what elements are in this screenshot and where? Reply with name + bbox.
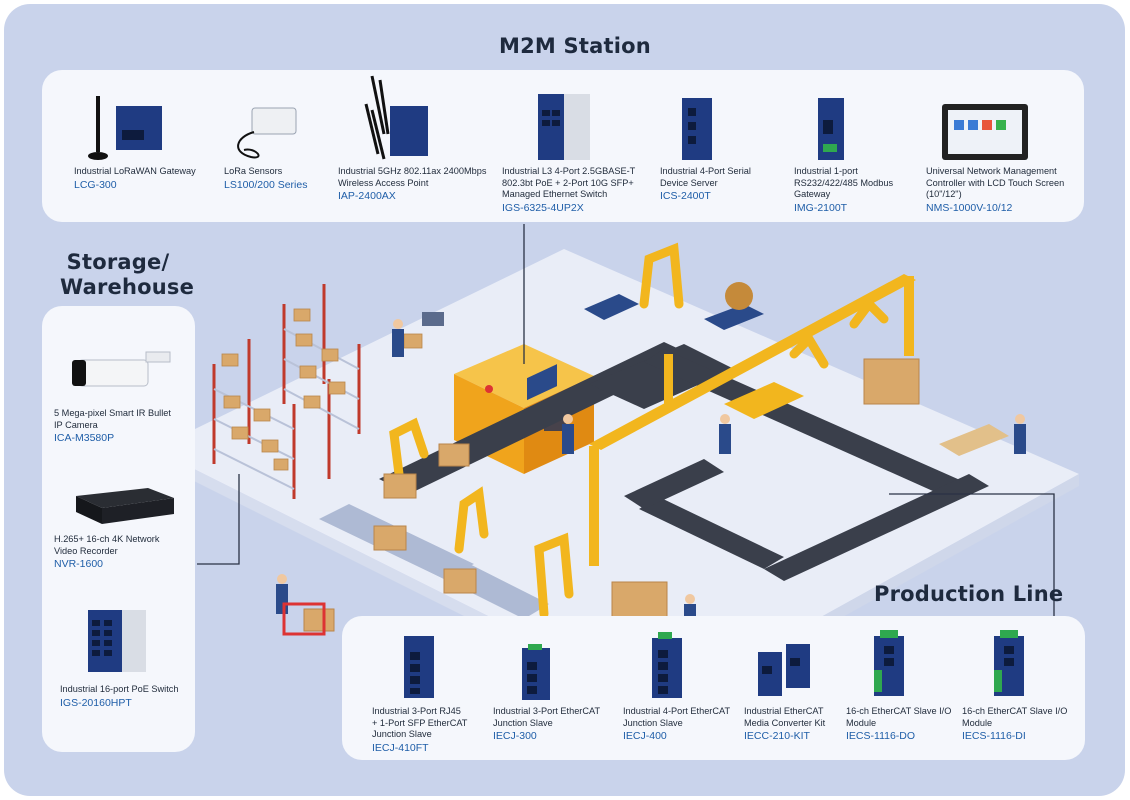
product-model: ICA-M3580P <box>54 432 115 444</box>
product-model: IMG-2100T <box>794 201 848 214</box>
m2m-product-nms-controller: Universal Network Management Controller … <box>926 166 1076 215</box>
ethercat-junction-icon <box>522 644 550 700</box>
ethercat-io-module-icon <box>874 630 904 696</box>
cargo-boxes <box>303 358 920 632</box>
storage-product-camera: 5 Mega-pixel Smart IR Bullet IP Camera I… <box>54 408 194 445</box>
m2m-product-wireless-ap: Industrial 5GHz 802.11ax 2400Mbps Wirele… <box>338 166 498 203</box>
workstations <box>422 282 804 419</box>
product-model: IECS-1116-DI <box>962 730 1026 742</box>
product-name: Industrial 4-Port EtherCAT Junction Slav… <box>623 706 731 728</box>
product-model: IECJ-400 <box>623 730 667 742</box>
ethercat-junction-icon <box>404 636 434 698</box>
product-model: LS100/200 Series <box>224 178 308 191</box>
factory-floor <box>154 249 1079 704</box>
product-model: IGS-6325-4UP2X <box>502 201 584 214</box>
product-model: LCG-300 <box>74 178 117 191</box>
warehouse-shelves <box>212 284 423 499</box>
product-name: Universal Network Management Controller … <box>926 166 1065 199</box>
product-model: NVR-1600 <box>54 558 104 570</box>
product-name: Industrial 3-Port RJ45 + 1-Port SFP Ethe… <box>372 706 468 739</box>
product-name: 16-ch EtherCAT Slave I/O Module <box>962 706 1068 728</box>
section-title-m2m: M2M Station <box>499 34 651 58</box>
serial-device-server-icon <box>682 98 712 160</box>
video-recorder-icon <box>76 488 174 524</box>
ethercat-io-module-icon <box>994 630 1024 696</box>
bullet-camera-icon <box>72 351 171 387</box>
touch-screen-controller-icon <box>942 104 1028 160</box>
product-name: LoRa Sensors <box>224 166 283 176</box>
wireless-access-point-icon <box>364 75 428 160</box>
managed-switch-icon <box>538 94 590 160</box>
product-model: IECC-210-KIT <box>744 730 810 742</box>
m2m-product-managed-switch: Industrial L3 4-Port 2.5GBASE-T 802.3bt … <box>502 166 652 215</box>
product-model: IECJ-300 <box>493 730 537 742</box>
connector-lines <box>197 224 1055 616</box>
storage-title-line-1: Storage/ <box>66 250 170 274</box>
product-name: 16-ch EtherCAT Slave I/O Module <box>846 706 952 728</box>
production-product-iecj-400: Industrial 4-Port EtherCAT Junction Slav… <box>623 706 741 743</box>
m2m-product-serial-server: Industrial 4-Port Serial Device Server I… <box>660 166 780 203</box>
modbus-gateway-icon <box>818 98 844 160</box>
product-model: IAP-2400AX <box>338 190 396 202</box>
media-converter-icon <box>758 644 810 696</box>
section-title-storage: Storage/ Warehouse <box>60 250 195 300</box>
product-name: Industrial LoRaWAN Gateway <box>74 166 196 176</box>
product-name: Industrial 5GHz 802.11ax 2400Mbps Wirele… <box>338 166 487 188</box>
storage-product-poe-switch: Industrial 16-port PoE Switch IGS-20160H… <box>60 684 190 710</box>
m2m-product-lorawan-gateway: Industrial LoRaWAN Gateway LCG-300 <box>74 166 224 192</box>
factory-scene <box>154 224 1079 716</box>
production-product-iecs-1116-do: 16-ch EtherCAT Slave I/O Module IECS-111… <box>846 706 961 743</box>
lorawan-gateway-icon <box>88 96 162 160</box>
product-model: IGS-20160HPT <box>60 696 132 709</box>
product-model: NMS-1000V-10/12 <box>926 201 1013 214</box>
m2m-product-modbus-gateway: Industrial 1-port RS232/422/485 Modbus G… <box>794 166 914 215</box>
pallet <box>939 424 1009 456</box>
ethercat-junction-icon <box>652 632 682 698</box>
product-model: IECJ-410FT <box>372 741 429 754</box>
product-name: Industrial 3-Port EtherCAT Junction Slav… <box>493 706 601 728</box>
lora-sensor-icon <box>237 107 297 159</box>
gantry-rails <box>589 274 916 566</box>
section-title-production: Production Line <box>874 582 1064 606</box>
product-name: Industrial EtherCAT Media Converter Kit <box>744 706 826 728</box>
product-name: Industrial 1-port RS232/422/485 Modbus G… <box>794 166 894 199</box>
poe-switch-icon <box>88 610 146 672</box>
product-name: Industrial 4-Port Serial Device Server <box>660 166 751 188</box>
product-name: Industrial 16-port PoE Switch <box>60 684 179 694</box>
product-name: Industrial L3 4-Port 2.5GBASE-T 802.3bt … <box>502 166 636 199</box>
product-model: ICS-2400T <box>660 190 711 202</box>
production-product-iecj-410ft: Industrial 3-Port RJ45 + 1-Port SFP Ethe… <box>372 706 492 755</box>
production-panel <box>342 616 1085 760</box>
m2m-product-lora-sensors: LoRa Sensors LS100/200 Series <box>224 166 334 192</box>
diagram-frame: M2M Station Industrial LoRaWAN Gateway L… <box>4 4 1125 796</box>
production-product-iecs-1116-di: 16-ch EtherCAT Slave I/O Module IECS-111… <box>962 706 1077 743</box>
storage-title-line-2: Warehouse <box>60 275 195 299</box>
robotic-arms <box>389 242 889 619</box>
product-name: 5 Mega-pixel Smart IR Bullet IP Camera <box>54 408 171 430</box>
storage-product-nvr: H.265+ 16-ch 4K Network Video Recorder N… <box>54 534 194 571</box>
production-product-iecc-210-kit: Industrial EtherCAT Media Converter Kit … <box>744 706 844 743</box>
product-name: H.265+ 16-ch 4K Network Video Recorder <box>54 534 160 556</box>
product-model: IECS-1116-DO <box>846 730 916 742</box>
production-product-iecj-300: Industrial 3-Port EtherCAT Junction Slav… <box>493 706 618 743</box>
